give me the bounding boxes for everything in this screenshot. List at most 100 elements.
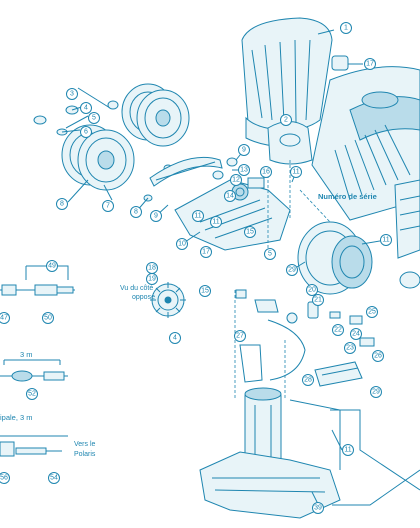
- callout-22: 22: [332, 324, 344, 336]
- callout-11-d: 11: [210, 216, 222, 228]
- callout-9: 9: [150, 210, 162, 222]
- callout-56: 56: [0, 472, 10, 484]
- svg-text:7: 7: [106, 203, 110, 210]
- cleaner-shell-lines: [234, 160, 331, 400]
- callout-14: 14: [224, 190, 236, 202]
- callout-4: 4: [80, 102, 92, 114]
- mid-parts: [235, 289, 375, 387]
- callout-49: 49: [46, 260, 58, 272]
- bottom-casing: [199, 399, 341, 519]
- svg-text:3: 3: [70, 91, 74, 98]
- svg-text:5: 5: [92, 115, 96, 122]
- callout-50: 50: [42, 312, 54, 324]
- svg-text:9: 9: [242, 147, 246, 154]
- callout-29-b: 29: [370, 386, 382, 398]
- callout-52: 52: [26, 388, 38, 400]
- svg-text:17: 17: [202, 249, 210, 256]
- svg-text:13: 13: [240, 167, 248, 174]
- svg-text:5: 5: [268, 251, 272, 258]
- hose-length-label: 3 m: [20, 350, 33, 359]
- callout-29-a: 29: [286, 264, 298, 276]
- callout-11-c: 11: [380, 234, 392, 246]
- callout-4-b: 4: [169, 332, 181, 344]
- callout-1: 1: [340, 22, 352, 34]
- callout-7: 7: [102, 200, 114, 212]
- svg-text:11: 11: [382, 237, 389, 244]
- callouts: 1 17 3 4 5 6 7 8 9 9 8 2 10 11 11 12 13 …: [0, 22, 392, 514]
- svg-text:49: 49: [48, 263, 56, 270]
- drive-belt: [149, 156, 223, 187]
- svg-text:15: 15: [246, 229, 254, 236]
- opposite-view-label-line1: Vu du côté: [120, 285, 153, 292]
- svg-text:27: 27: [236, 333, 244, 340]
- callout-12: 12: [230, 174, 242, 186]
- svg-text:29: 29: [372, 389, 380, 396]
- callout-24: 24: [350, 328, 362, 340]
- callout-15-b: 15: [199, 285, 211, 297]
- callout-11-b: 11: [290, 166, 302, 178]
- callout-27: 27: [234, 330, 246, 342]
- svg-text:23: 23: [346, 345, 354, 352]
- opposite-side-gear: [150, 282, 186, 318]
- svg-text:29: 29: [288, 267, 296, 274]
- svg-text:50: 50: [44, 315, 52, 322]
- svg-text:8: 8: [60, 201, 64, 208]
- callout-16: 16: [260, 166, 272, 178]
- callout-47: 47: [0, 312, 10, 324]
- side-wheel-right: [297, 221, 373, 295]
- callout-54: 54: [48, 472, 60, 484]
- bag-collar: [267, 121, 313, 165]
- svg-text:17: 17: [366, 61, 374, 68]
- callout-13: 13: [238, 164, 250, 176]
- side-assembly-far-right: [394, 179, 420, 289]
- svg-text:15: 15: [201, 288, 209, 295]
- svg-text:12: 12: [232, 177, 240, 184]
- svg-text:2: 2: [284, 117, 288, 124]
- svg-text:54: 54: [50, 475, 58, 482]
- svg-text:47: 47: [0, 315, 8, 322]
- svg-text:11: 11: [292, 169, 299, 176]
- opposite-view-label-line2: opposé: [132, 294, 155, 301]
- svg-text:8: 8: [134, 209, 138, 216]
- callout-26: 26: [372, 350, 384, 362]
- wheel-set-front: [61, 124, 135, 191]
- callout-8: 8: [56, 198, 68, 210]
- svg-text:16: 16: [262, 169, 270, 176]
- callout-11-a: 11: [192, 210, 204, 222]
- main-hose-label: ipale, 3 m: [0, 413, 33, 422]
- svg-text:21: 21: [314, 297, 322, 304]
- small-hardware: [33, 100, 238, 202]
- svg-text:24: 24: [352, 331, 360, 338]
- svg-text:19: 19: [148, 276, 156, 283]
- svg-text:25: 25: [368, 309, 376, 316]
- callout-5: 5: [88, 112, 100, 124]
- svg-text:11: 11: [194, 213, 201, 220]
- callout-18: 18: [146, 262, 158, 274]
- callout-5-b: 5: [264, 248, 276, 260]
- callout-23: 23: [344, 342, 356, 354]
- svg-text:52: 52: [28, 391, 36, 398]
- callout-3: 3: [66, 88, 78, 100]
- back-frame-lines: [330, 409, 420, 506]
- svg-text:11: 11: [212, 219, 219, 226]
- svg-text:4: 4: [84, 105, 88, 112]
- callout-25: 25: [366, 306, 378, 318]
- callout-10: 10: [176, 238, 188, 250]
- callout-28: 28: [302, 374, 314, 386]
- callout-11-e: 11: [342, 444, 354, 456]
- svg-text:10: 10: [178, 241, 186, 248]
- svg-text:26: 26: [374, 353, 382, 360]
- callout-17-mid: 17: [200, 246, 212, 258]
- hose-connectors: [0, 265, 75, 457]
- svg-text:14: 14: [226, 193, 234, 200]
- serial-number-label: Numéro de série: [318, 192, 377, 201]
- callout-2: 2: [280, 114, 292, 126]
- wheel-set-rear: [121, 83, 190, 147]
- callout-15: 15: [244, 226, 256, 238]
- svg-text:56: 56: [0, 475, 8, 482]
- callout-6: 6: [80, 126, 92, 138]
- svg-text:39: 39: [314, 505, 322, 512]
- to-polaris-label-line2: Polaris: [74, 451, 96, 458]
